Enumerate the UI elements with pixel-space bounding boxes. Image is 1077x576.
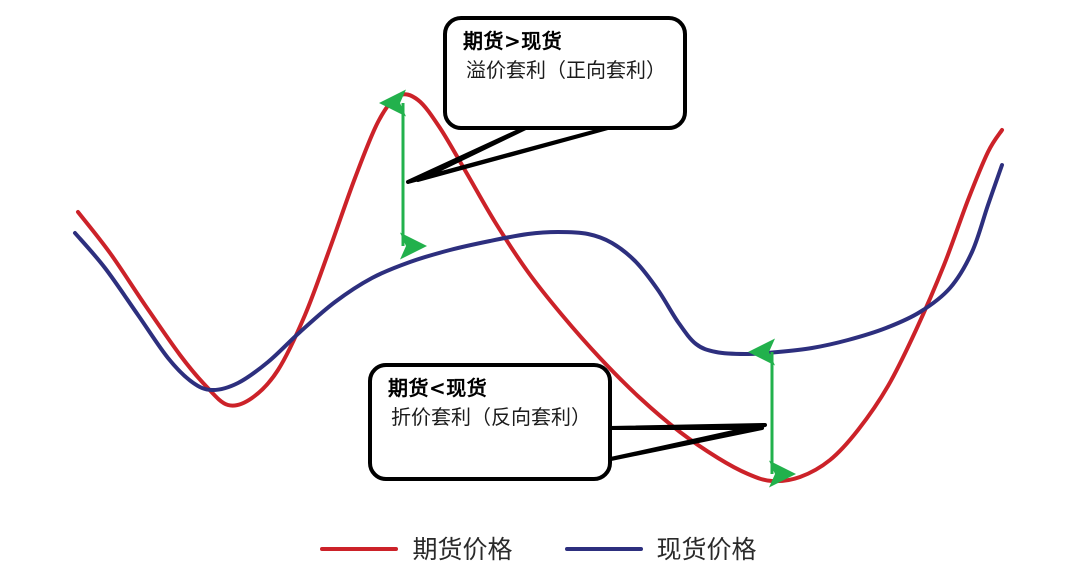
series-layer bbox=[73, 92, 1004, 484]
chart-legend: 期货价格 现货价格 bbox=[0, 527, 1077, 571]
legend-item-futures: 期货价格 bbox=[320, 534, 513, 564]
callout-discount-title: 期货<现货 bbox=[388, 376, 488, 400]
callout-discount-body: 折价套利（反向套利） bbox=[391, 405, 591, 429]
spread-arrow-layer bbox=[379, 89, 796, 488]
legend-label-futures: 期货价格 bbox=[412, 534, 513, 564]
premium-callout-tail bbox=[406, 120, 610, 184]
callout-premium-title: 期货>现货 bbox=[463, 29, 563, 53]
callout-premium-arbitrage: 期货>现货 溢价套利（正向套利） bbox=[443, 16, 687, 130]
callout-premium-body: 溢价套利（正向套利） bbox=[466, 58, 666, 82]
discount-callout-tail bbox=[604, 423, 767, 462]
futures-price-curve bbox=[76, 92, 1004, 484]
legend-label-spot: 现货价格 bbox=[656, 534, 757, 564]
callout-discount-content: 期货<现货 折价套利（反向套利） bbox=[372, 367, 608, 442]
legend-item-spot: 现货价格 bbox=[564, 534, 757, 564]
callout-discount-arbitrage: 期货<现货 折价套利（反向套利） bbox=[368, 363, 612, 481]
spot-price-curve bbox=[73, 163, 1004, 393]
legend-line-swatch-futures bbox=[320, 547, 399, 551]
legend-line-swatch-spot bbox=[564, 547, 643, 551]
callout-premium-content: 期货>现货 溢价套利（正向套利） bbox=[447, 20, 683, 95]
